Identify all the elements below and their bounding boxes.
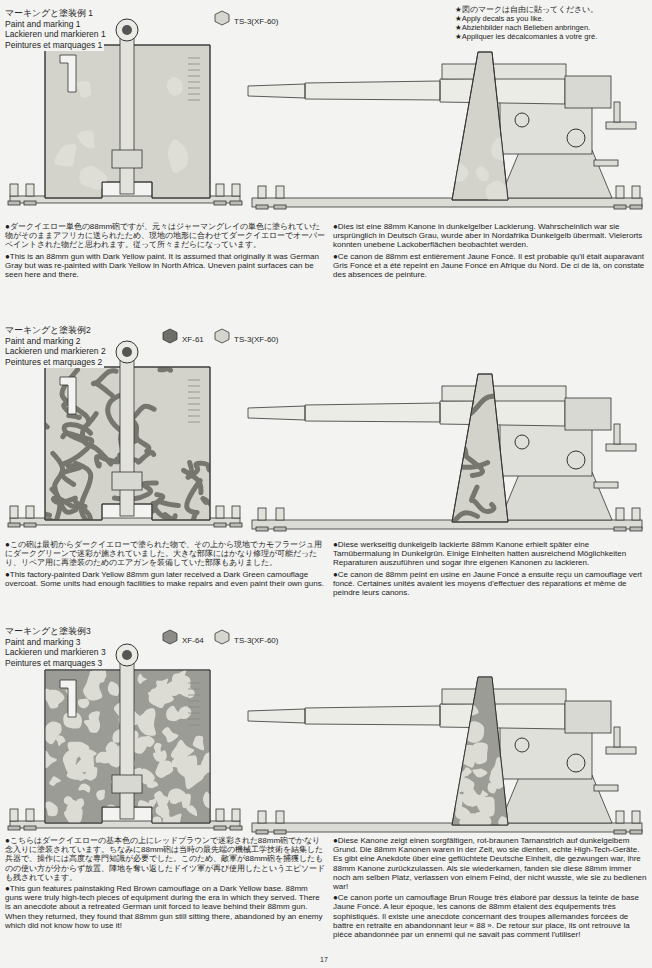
description-text: ●This is an 88mm gun with Dark Yellow pa… (5, 252, 327, 280)
paint-code: XF-61 (182, 335, 204, 344)
section-heading: Lackieren und markieren 3 (5, 647, 108, 658)
color-hexagon (214, 10, 230, 26)
text-column: ★図のマークは自由に貼ってください。★Apply decals as you l… (455, 5, 650, 42)
section-heading: Paint and marking 1 (5, 19, 83, 30)
text-column: ●こちらはダークイエローの基本色の上にレッドブラウンで迷彩された88mm砲でかな… (5, 836, 327, 932)
description-text: ●This factory-painted Dark Yellow 88mm g… (5, 570, 327, 588)
color-hexagon (162, 328, 178, 344)
section-heading: Peintures et marquages 1 (5, 40, 104, 51)
text-column: マーキングと塗装例3Paint and marking 3Lackieren u… (5, 626, 165, 669)
description-text: ●Diese werkseitig dunkelgelb lackierte 8… (333, 540, 647, 568)
paint-chip: TS-3(XF-60) (214, 328, 283, 344)
paint-chip: XF-64 (162, 629, 208, 645)
description-text: ●この砲は最初からダークイエローで塗られた物で、その上から現地でカモフラージュ用… (5, 540, 327, 568)
paint-code: TS-3(XF-60) (234, 17, 278, 26)
text-column: ●Dies ist eine 88mm Kanone in dunkelgelb… (333, 222, 647, 281)
section-heading: Lackieren und markieren 2 (5, 346, 108, 357)
color-hexagon (214, 328, 230, 344)
paint-chip: TS-3(XF-60) (214, 10, 283, 26)
section-heading: Peintures et marquages 2 (5, 357, 104, 368)
paint-chip: XF-61 (162, 328, 208, 344)
text-column: 17 (320, 956, 340, 966)
paint-code: TS-3(XF-60) (234, 636, 278, 645)
description-text: ●Ce canon de 88mm est entièrement Jaune … (333, 252, 647, 280)
paint-code: TS-3(XF-60) (234, 335, 278, 344)
decal-note: ★Appliquer les décalcomanies à votre gré… (455, 32, 650, 41)
text-column: マーキングと塗装例 1Paint and marking 1Lackieren … (5, 8, 205, 51)
text-column: マーキングと塗装例2Paint and marking 2Lackieren u… (5, 325, 165, 368)
paint-code: XF-64 (182, 636, 204, 645)
section-heading: Peintures et marquages 3 (5, 658, 104, 669)
section-heading: マーキングと塗装例3 (5, 626, 93, 637)
description-text: ●Dies ist eine 88mm Kanone in dunkelgelb… (333, 222, 647, 250)
description-text: ●ダークイエロー単色の88mm砲ですが、元々はジャーマングレイの単色に塗られてい… (5, 222, 327, 250)
description-text: ●Ce canon porte un camouflage Brun Rouge… (333, 893, 647, 939)
description-text: ●Diese Kanone zeigt einen sorgfältigen, … (333, 836, 647, 891)
section-heading: Paint and marking 2 (5, 336, 83, 347)
text-column: ●この砲は最初からダークイエローで塗られた物で、その上から現地でカモフラージュ用… (5, 540, 327, 590)
gun-illustration (8, 644, 642, 835)
paint-chip: TS-3(XF-60) (214, 629, 283, 645)
decal-note: ★Abziehbilder nach Belieben anbringen. (455, 23, 650, 32)
section-heading: Paint and marking 3 (5, 637, 83, 648)
gun-illustration (8, 341, 642, 538)
section-heading: マーキングと塗装例 1 (5, 8, 95, 19)
decal-note: ★図のマークは自由に貼ってください。 (455, 5, 650, 14)
color-hexagon (162, 629, 178, 645)
description-text: ●Ce canon de 88mm peint en usine en Jaun… (333, 570, 647, 598)
text-column: ●Diese werkseitig dunkelgelb lackierte 8… (333, 540, 647, 599)
description-text: ●This gun features painstaking Red Brown… (5, 884, 327, 930)
section-heading: マーキングと塗装例2 (5, 325, 93, 336)
section-heading: Lackieren und markieren 1 (5, 29, 108, 40)
page-number: 17 (320, 956, 340, 964)
text-column: ●ダークイエロー単色の88mm砲ですが、元々はジャーマングレイの単色に塗られてい… (5, 222, 327, 281)
decal-note: ★Apply decals as you like. (455, 14, 650, 23)
description-text: ●こちらはダークイエローの基本色の上にレッドブラウンで迷彩された88mm砲でかな… (5, 836, 327, 882)
text-column: ●Diese Kanone zeigt einen sorgfältigen, … (333, 836, 647, 941)
color-hexagon (214, 629, 230, 645)
